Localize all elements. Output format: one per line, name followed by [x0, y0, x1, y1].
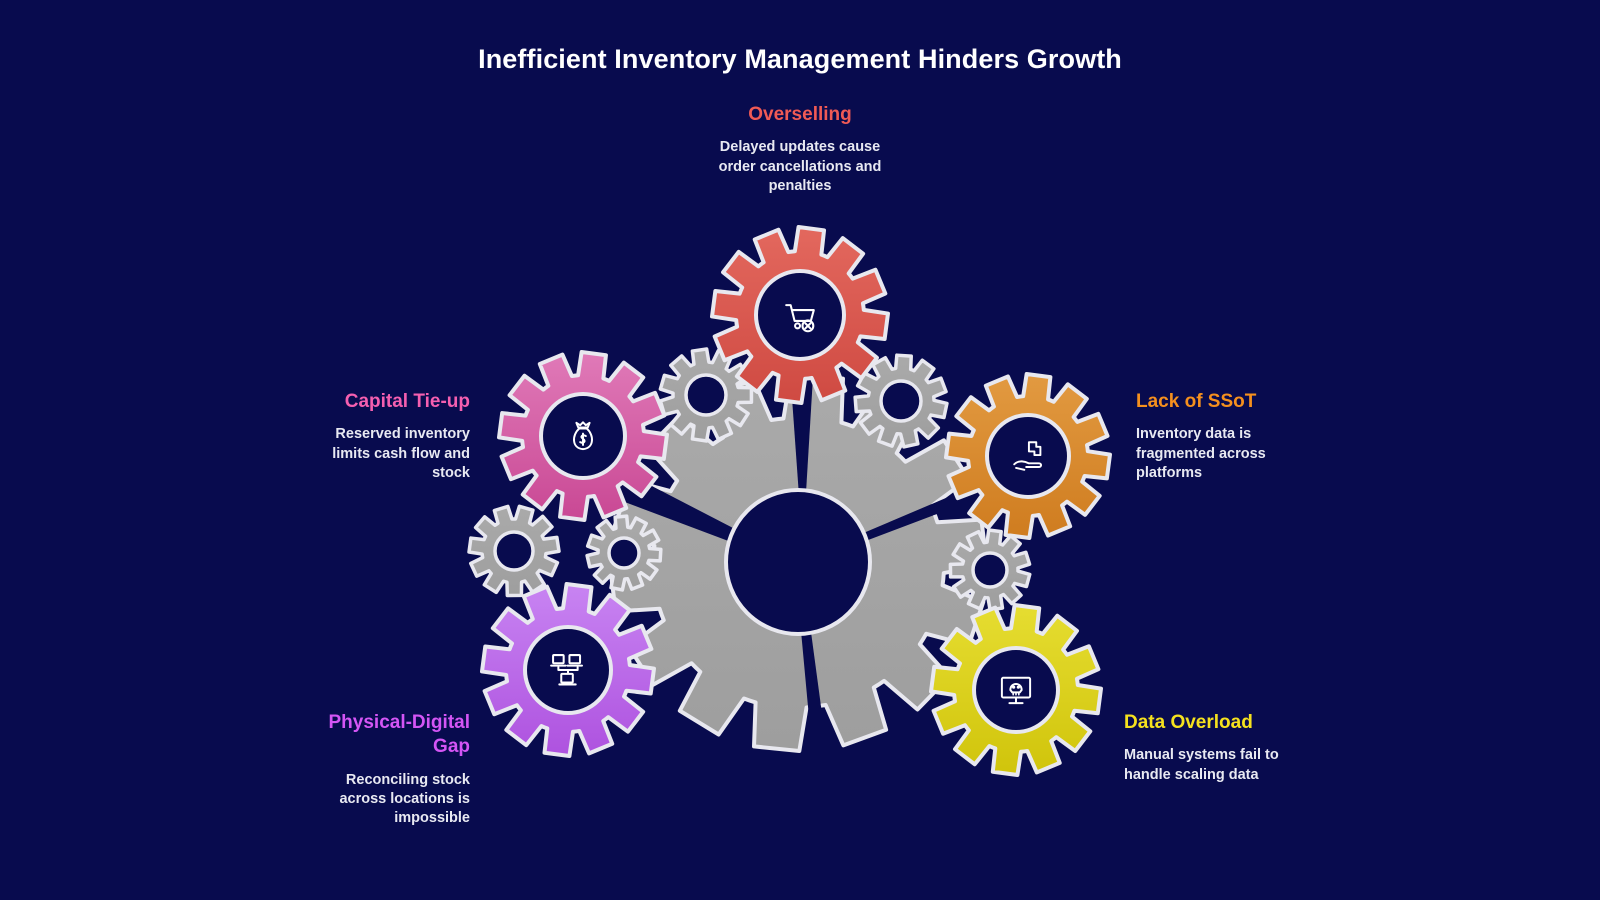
monitor-skull-icon: [1000, 676, 1032, 705]
gear-overselling: [710, 225, 890, 405]
small-gear-mid-left-inner: [585, 514, 663, 592]
cart-error-icon: [785, 304, 815, 333]
network-computers-icon: [550, 654, 583, 686]
node-description-physical-digital-gap: Reconciling stock across locations is im…: [339, 771, 470, 827]
gear-lack-of-ssot: [944, 372, 1112, 540]
node-title-data-overload: Data Overload: [1124, 712, 1253, 733]
node-description-overselling: Delayed updates cause order cancellation…: [718, 139, 882, 195]
page-title: Inefficient Inventory Management Hinders…: [478, 44, 1122, 74]
node-title-overselling: Overselling: [748, 104, 852, 125]
hand-puzzle-icon: [1013, 441, 1043, 471]
node-description-capital-tie-up: Reserved inventory limits cash flow and …: [332, 426, 470, 482]
node-description-data-overload: Manual systems fail to handle scaling da…: [1124, 747, 1279, 783]
node-title-physical-digital-gap: Physical-Digital Gap: [328, 712, 471, 758]
node-data-overload: Data Overload Manual systems fail to han…: [1124, 711, 1304, 785]
gear-physical-digital-gap: [480, 582, 656, 758]
node-physical-digital-gap: Physical-Digital Gap Reconciling stock a…: [300, 711, 471, 829]
node-title-lack-of-ssot: Lack of SSoT: [1136, 391, 1257, 412]
node-title-capital-tie-up: Capital Tie-up: [344, 391, 470, 412]
small-gear-top-right: [853, 353, 949, 449]
node-description-lack-of-ssot: Inventory data is fragmented across plat…: [1136, 426, 1266, 482]
small-gear-top-left: [658, 347, 754, 443]
node-overselling: Overselling Delayed updates cause order …: [700, 103, 900, 197]
gear-capital-tie-up: [497, 350, 669, 522]
node-lack-of-ssot: Lack of SSoT Inventory data is fragmente…: [1136, 390, 1326, 484]
small-gear-mid-left-outer: [467, 504, 561, 598]
money-bag-icon: [573, 421, 593, 451]
gear-data-overload: [929, 603, 1103, 777]
central-broken-gear-icon: [640, 430, 800, 900]
node-capital-tie-up: Capital Tie-up Reserved inventory limits…: [298, 390, 470, 484]
small-gear-mid-right: [948, 528, 1032, 612]
